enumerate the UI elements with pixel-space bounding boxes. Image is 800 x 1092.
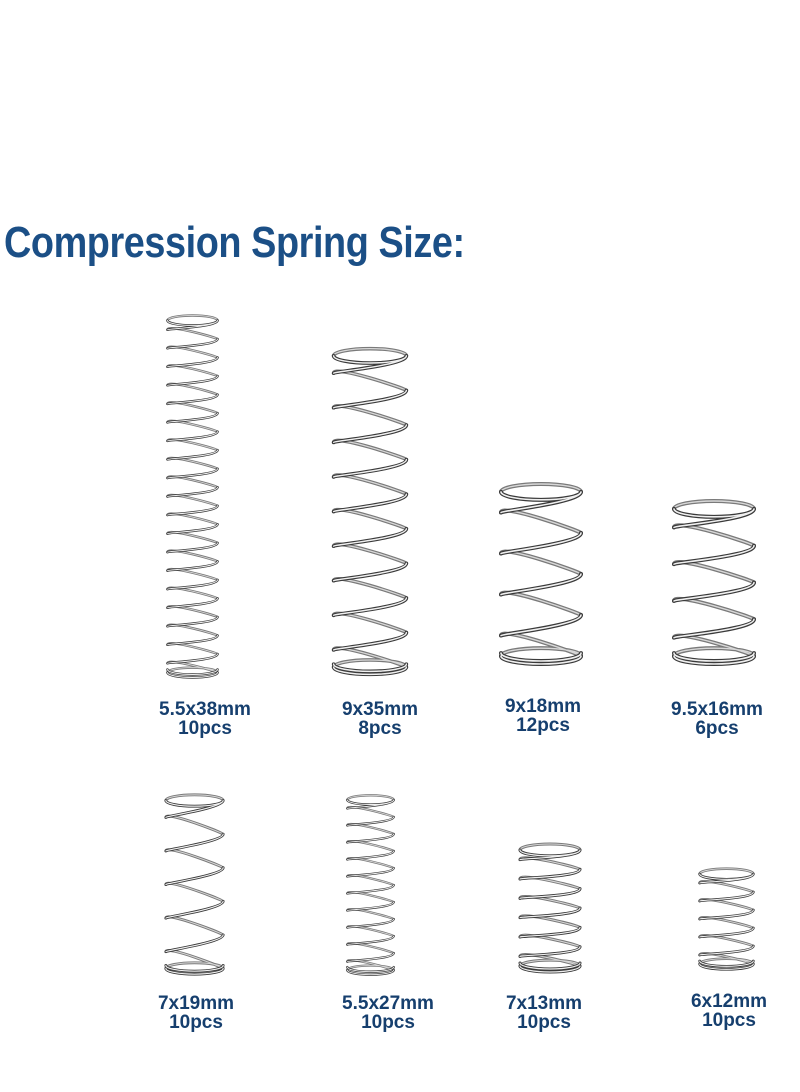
spring-quantity: 10pcs <box>361 1012 415 1033</box>
spring-image <box>345 793 396 977</box>
spring-icon <box>672 499 756 666</box>
spring-icon <box>346 794 395 976</box>
spring-icon <box>499 482 583 666</box>
spring-icon <box>518 842 582 974</box>
spring-quantity: 10pcs <box>178 718 232 739</box>
spring-icon <box>166 314 219 679</box>
spring-size: 9.5x16mm <box>671 699 763 720</box>
spring-quantity: 10pcs <box>169 1012 223 1033</box>
spring-image <box>330 345 410 678</box>
spring-size: 5.5x27mm <box>342 993 434 1014</box>
spring-icon <box>698 867 755 971</box>
spring-size: 7x19mm <box>157 993 235 1014</box>
spring-quantity: 10pcs <box>702 1010 756 1031</box>
spring-size: 7x13mm <box>505 993 583 1014</box>
spring-size: 5.5x38mm <box>159 699 251 720</box>
spring-quantity: 8pcs <box>358 718 402 739</box>
page-title: Compression Spring Size: <box>4 218 465 267</box>
spring-image <box>165 313 220 680</box>
spring-quantity: 10pcs <box>517 1012 571 1033</box>
spring-icon <box>164 793 225 976</box>
spring-image <box>517 841 583 975</box>
spring-image <box>670 497 758 668</box>
spring-quantity: 12pcs <box>516 715 570 736</box>
spring-size: 9x18mm <box>504 696 582 717</box>
spring-size: 9x35mm <box>341 699 419 720</box>
spring-image <box>697 866 756 972</box>
spring-icon <box>331 346 409 677</box>
spring-size: 6x12mm <box>690 991 768 1012</box>
spring-image <box>497 480 585 668</box>
spring-image <box>163 792 226 977</box>
spring-quantity: 6pcs <box>695 718 739 739</box>
